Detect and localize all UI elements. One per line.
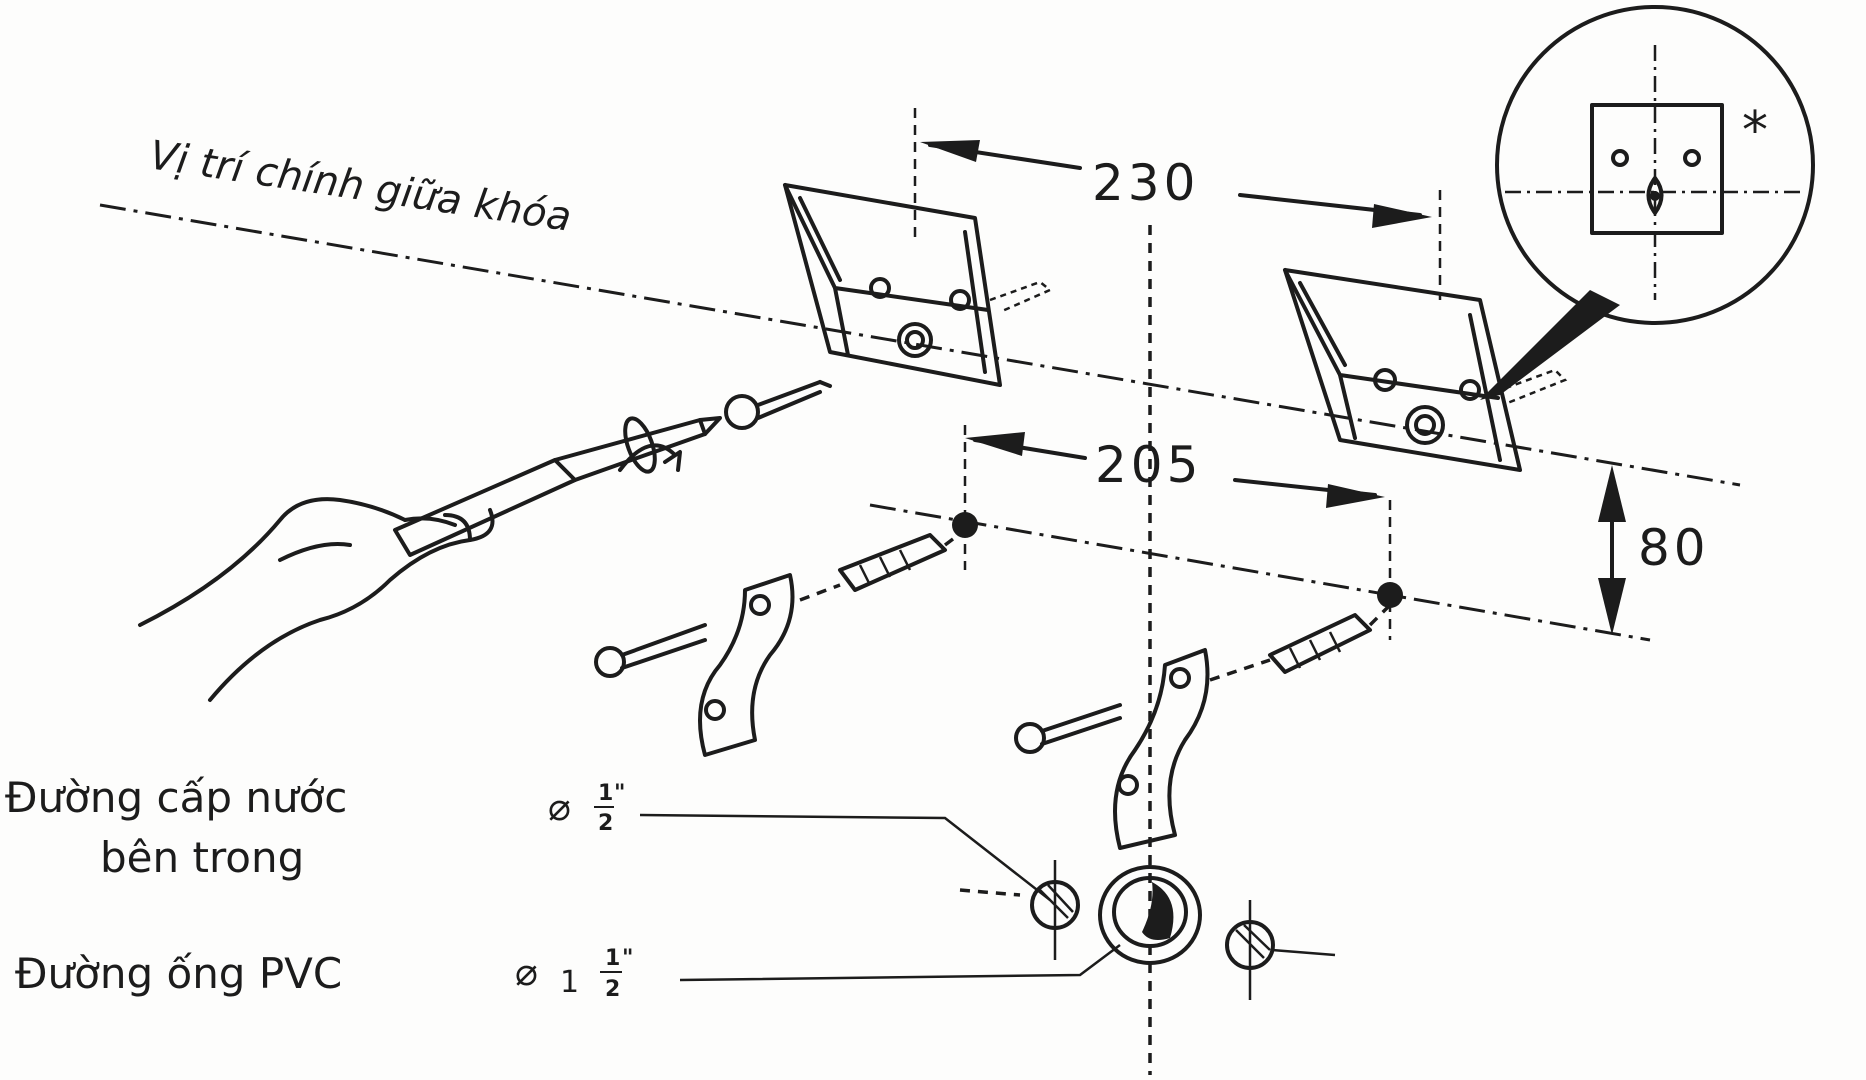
dimension-205: 205: [965, 432, 1385, 508]
pipe-clamp-left: [594, 573, 795, 757]
pvc-leader: [679, 944, 1121, 982]
pipe-icon: [959, 860, 1080, 960]
dimension-230: 230: [920, 140, 1432, 228]
dim-230-label: 230: [1092, 154, 1199, 212]
anchor-hole-line: [869, 503, 1651, 642]
svg-text:1: 1: [605, 946, 620, 971]
svg-text:1: 1: [560, 965, 579, 1000]
pipe-icon: [1225, 900, 1336, 1000]
pvc-pipe-icon: [1098, 865, 1202, 965]
pvc-pipe-diameter: ⌀ 1 1 2 ": [515, 946, 633, 1002]
wall-anchor-icon: [799, 528, 967, 602]
mounting-bracket-icon: [783, 183, 1053, 387]
mounting-bracket-icon: [1283, 268, 1568, 472]
svg-text:": ": [614, 781, 625, 806]
anchor-hole-left: [952, 512, 978, 538]
hand-icon: [138, 497, 495, 702]
dim-205-label: 205: [1095, 436, 1202, 494]
svg-text:⌀: ⌀: [515, 950, 538, 994]
svg-text:2: 2: [598, 811, 613, 836]
pipe-clamp-right: [1014, 648, 1210, 850]
dimension-80: 80: [1598, 465, 1710, 635]
water-supply-leader: [639, 813, 1051, 901]
water-supply-label-line1: Đường cấp nước: [5, 773, 347, 822]
dim-80-label: 80: [1638, 519, 1710, 577]
svg-text:": ": [622, 946, 633, 971]
svg-text:1: 1: [598, 781, 613, 806]
water-supply-diameter: ⌀ 1 2 ": [548, 781, 625, 836]
svg-text:2: 2: [605, 977, 620, 1002]
screw-icon: [724, 380, 832, 430]
detail-callout: *: [1480, 5, 1815, 400]
screwdriver-icon: [393, 416, 722, 557]
svg-text:⌀: ⌀: [548, 785, 571, 829]
wall-anchor-icon: [1209, 603, 1392, 682]
detail-asterisk: *: [1742, 101, 1772, 161]
water-supply-label-line2: bên trong: [100, 833, 304, 882]
pvc-pipe-label: Đường ống PVC: [15, 949, 342, 998]
anchor-hole-right: [1377, 582, 1403, 608]
